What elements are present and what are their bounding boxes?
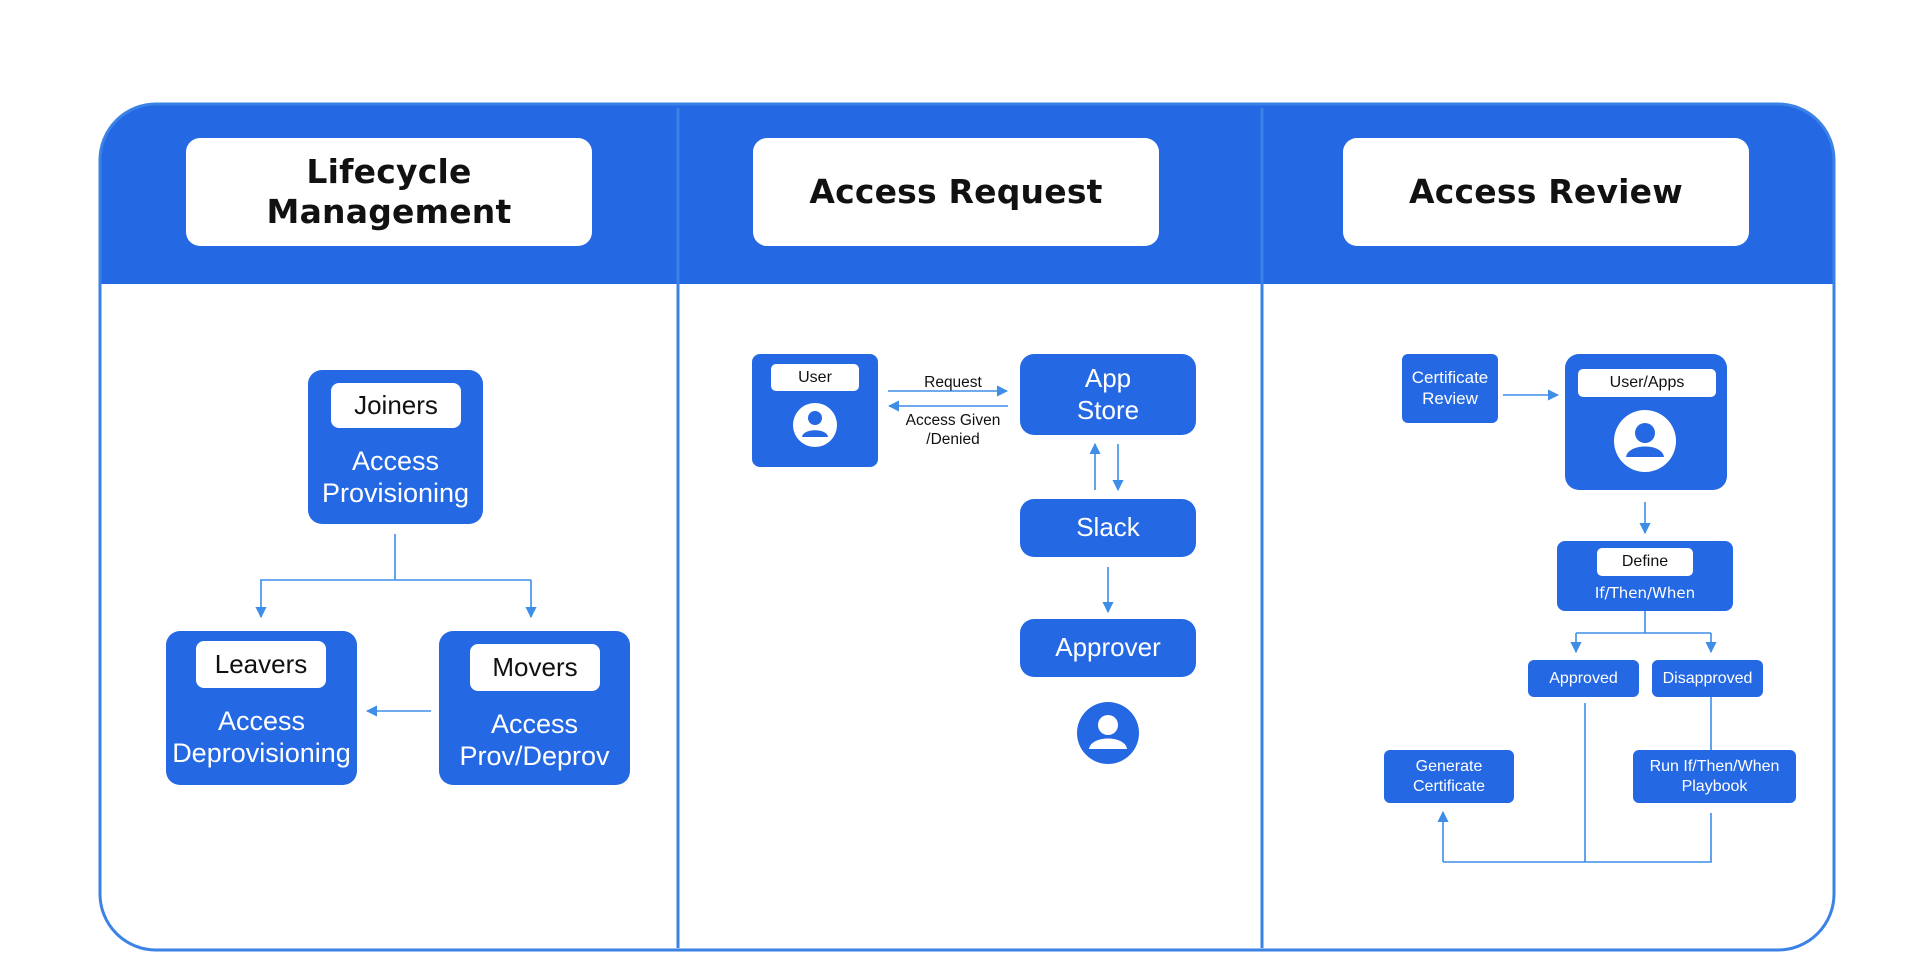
user-apps-chip (1578, 369, 1716, 397)
leavers-chip (196, 641, 326, 688)
define-body: If/Then/When (1594, 584, 1696, 602)
approver-label: Approver (1055, 632, 1161, 663)
slack-node (1020, 499, 1196, 557)
header-box-lifecycle (186, 138, 592, 246)
approver-icon (1077, 702, 1139, 764)
joiners-label: Joiners (354, 389, 438, 420)
movers-body: Access Prov/Deprov (459, 708, 610, 771)
header-box-access-request (753, 138, 1159, 246)
approved-node (1528, 660, 1639, 697)
header-title-lifecycle: Lifecycle Management (266, 152, 512, 231)
user-chip-label: User (798, 368, 832, 386)
generate-certificate-node (1384, 750, 1514, 803)
user-apps-chip-label: User/Apps (1609, 374, 1685, 392)
user-chip (771, 364, 859, 391)
access-request-connectors (887, 385, 1124, 614)
define-chip-label: Define (1621, 553, 1669, 571)
header-title-access-review: Access Review (1409, 172, 1683, 212)
header-box-access-review (1343, 138, 1749, 246)
header-title-access-request: Access Request (809, 172, 1103, 212)
joiners-chip (331, 383, 461, 428)
request-label: Request (924, 373, 982, 391)
leavers-body: Access Deprovisioning (172, 705, 351, 768)
approver-node (1020, 619, 1196, 677)
certificate-review-node (1402, 354, 1498, 423)
leavers-label: Leavers (214, 648, 308, 679)
access-review-connectors (1437, 389, 1717, 863)
app-store-node (1020, 354, 1196, 435)
certificate-review-label: Certificate Review (1411, 368, 1489, 408)
lifecycle-connectors (255, 534, 537, 717)
generate-certificate-label: Generate Certificate (1412, 758, 1486, 795)
joiners-body: Access Provisioning (321, 445, 470, 508)
disapproved-node (1652, 660, 1763, 697)
access-given-label: Access Given /Denied (905, 412, 1001, 448)
movers-label: Movers (492, 651, 578, 682)
run-playbook-label: Run If/Then/When Playbook (1649, 758, 1780, 795)
app-store-label: App Store (1076, 363, 1140, 425)
user-apps-icon (1614, 410, 1676, 472)
define-chip (1597, 548, 1693, 576)
disapproved-label: Disapproved (1662, 669, 1753, 687)
run-playbook-node (1633, 750, 1796, 803)
slack-label: Slack (1076, 512, 1140, 543)
movers-chip (470, 644, 600, 691)
user-icon (793, 403, 837, 447)
approved-label: Approved (1549, 669, 1618, 687)
